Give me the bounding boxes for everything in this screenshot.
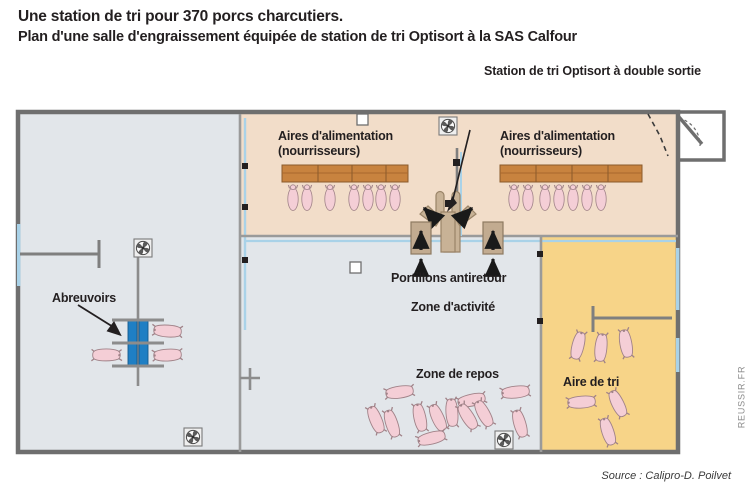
- title-line-1: Une station de tri pour 370 porcs charcu…: [18, 8, 344, 25]
- watermark-reussir: REUSSIR.FR: [736, 365, 747, 429]
- label-abreuvoirs: Abreuvoirs: [52, 291, 116, 305]
- source-credit: Source : Calipro-D. Poilvet: [601, 470, 731, 482]
- callout-station-label: Station de tri Optisort à double sortie: [484, 64, 701, 78]
- portillon-right[interactable]: [482, 221, 504, 277]
- label-portillons-antiretour: Portillons antiretour: [391, 271, 507, 285]
- label-aires-alimentation-left: Aires d'alimentation (nourrisseurs): [278, 129, 393, 158]
- label-aire-de-tri: Aire de tri: [563, 375, 620, 389]
- feeder-left: [281, 164, 409, 183]
- label-aires-alimentation-right: Aires d'alimentation (nourrisseurs): [500, 129, 615, 158]
- portillon-left[interactable]: [410, 221, 432, 277]
- abreuvoirs-callout-arrow: [77, 304, 122, 337]
- page-title: Une station de tri pour 370 porcs charcu…: [18, 6, 718, 48]
- fan-bottom-left: [183, 427, 203, 447]
- label-zone-activite: Zone d'activité: [411, 300, 496, 314]
- fan-bottom-right: [494, 430, 514, 450]
- label-zone-repos: Zone de repos: [416, 367, 499, 381]
- abreuvoirs-group: [90, 318, 184, 368]
- sorting-station-optisort[interactable]: [419, 129, 477, 253]
- air-inlets: [17, 224, 680, 372]
- feeder-right: [499, 164, 643, 183]
- title-line-2: Plan d'une salle d'engraissement équipée…: [18, 29, 577, 45]
- fan-left: [133, 238, 153, 258]
- wall-vents: [349, 113, 369, 274]
